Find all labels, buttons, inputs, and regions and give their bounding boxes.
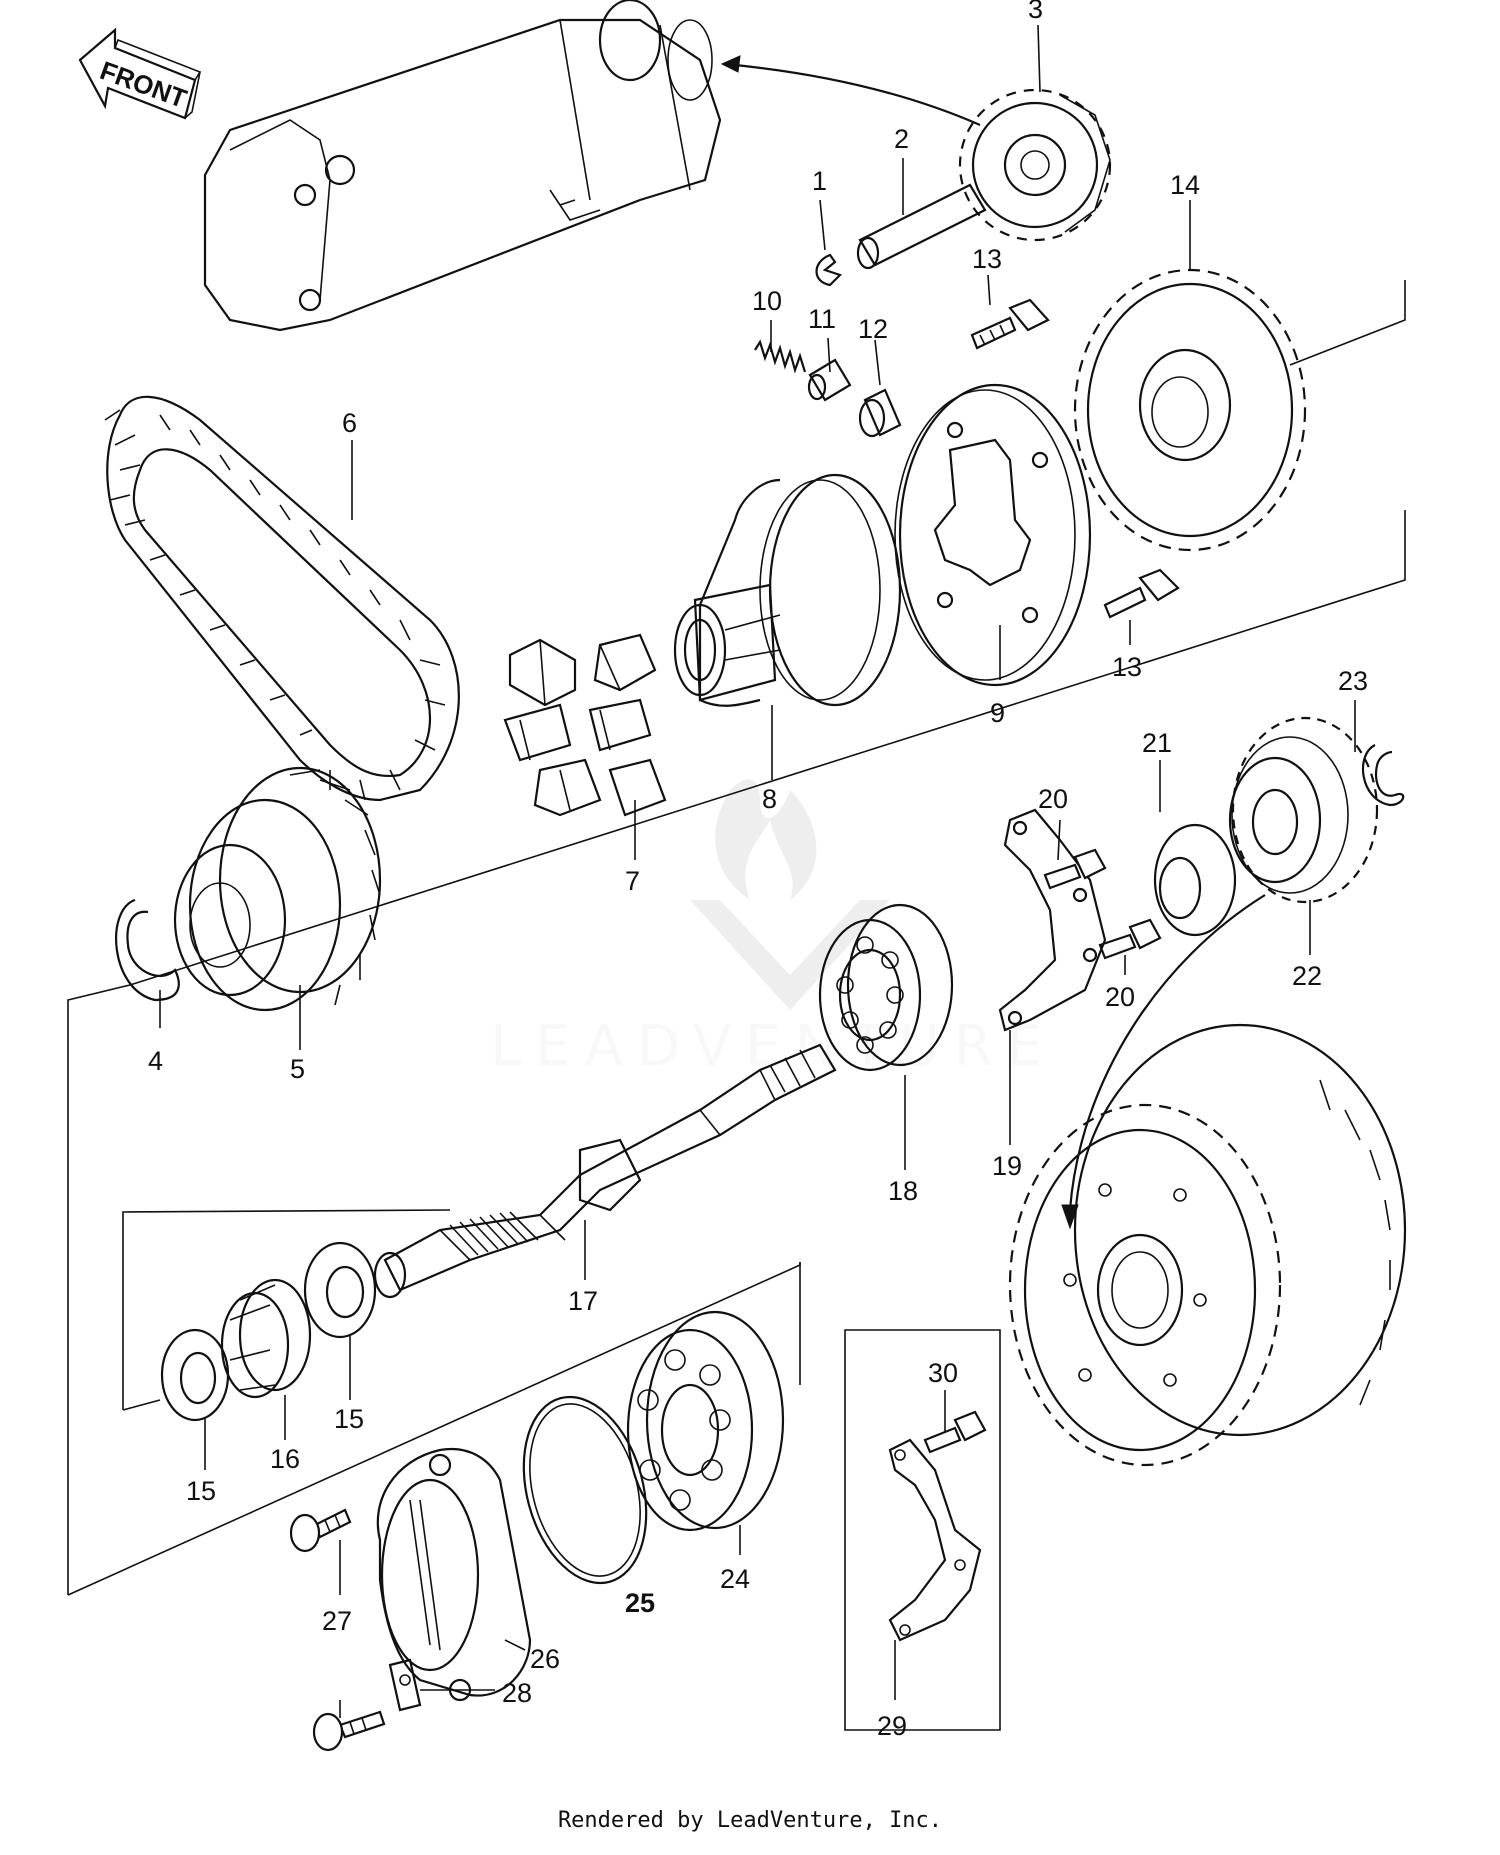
callout-24: 24 [720, 1564, 750, 1594]
callout-numbers: 1 2 3 4 5 6 7 8 9 10 11 12 13 13 14 15 1… [148, 0, 1368, 1741]
plate-28 [388, 1658, 422, 1712]
circlip-4 [115, 898, 180, 1002]
callout-22: 22 [1292, 961, 1322, 991]
e-clip-1 [815, 253, 843, 287]
clutch-hub-8 [673, 473, 902, 707]
washer-15-left [160, 1328, 230, 1422]
callout-26: 26 [530, 1644, 560, 1674]
callout-12: 12 [858, 314, 888, 344]
callout-5: 5 [290, 1054, 305, 1084]
callout-23: 23 [1338, 666, 1368, 696]
callout-7: 7 [625, 866, 640, 896]
drive-chain-6 [104, 395, 460, 802]
callout-20-lower: 20 [1105, 982, 1135, 1012]
plate-19 [998, 808, 1107, 1032]
damper-rubbers-7 [503, 633, 667, 817]
washer-21 [1153, 823, 1237, 937]
callout-28: 28 [502, 1678, 532, 1708]
group-bracket-top [1289, 280, 1406, 366]
circlip-23 [1361, 744, 1405, 807]
clutch-basket [1008, 1023, 1407, 1467]
screw-20-upper [1043, 848, 1107, 890]
gear-5 [173, 766, 382, 1012]
callout-6: 6 [342, 408, 357, 438]
callout-1: 1 [812, 166, 827, 196]
render-credit: Rendered by LeadVenture, Inc. [557, 1808, 943, 1833]
roller-12 [858, 388, 902, 438]
callout-29: 29 [877, 1711, 907, 1741]
group-bracket-shaft [122, 1209, 451, 1411]
callout-18: 18 [888, 1176, 918, 1206]
group-box-29-30 [844, 1329, 1001, 1731]
callout-2: 2 [894, 124, 909, 154]
gear-14 [1073, 268, 1307, 552]
shaft-pin-2 [856, 183, 987, 270]
callout-15-right: 15 [334, 1404, 364, 1434]
callout-13-upper: 13 [972, 244, 1002, 274]
callout-3: 3 [1028, 0, 1043, 24]
screw-27-lower [312, 1710, 386, 1752]
washer-15-right [303, 1241, 377, 1339]
bolt-13-lower [1103, 568, 1180, 619]
callout-15-left: 15 [186, 1476, 216, 1506]
front-arrow: FRONT [78, 27, 202, 120]
output-shaft-17 [373, 1043, 837, 1299]
group-bracket-left [67, 984, 131, 1595]
gear3-to-motor-arrow [724, 62, 981, 127]
callout-17: 17 [568, 1286, 598, 1316]
gear-3 [958, 88, 1112, 242]
group-bracket-diagonal [129, 510, 1406, 986]
screw-30 [923, 1410, 987, 1454]
gear3-arrowhead [720, 55, 741, 73]
sprocket-22 [1228, 716, 1379, 904]
group-bracket-bottom [67, 1262, 801, 1596]
front-label: FRONT [96, 55, 191, 114]
callout-14: 14 [1170, 170, 1200, 200]
needle-bearing-16 [220, 1278, 312, 1399]
callout-19: 19 [992, 1151, 1022, 1181]
callout-10: 10 [752, 286, 782, 316]
callout-21: 21 [1142, 728, 1172, 758]
callout-20-upper: 20 [1038, 784, 1068, 814]
bearing-24 [626, 1310, 785, 1532]
basket-arrowhead [1061, 1204, 1079, 1230]
callout-25: 25 [625, 1588, 655, 1618]
callout-9: 9 [990, 698, 1005, 728]
bearing-cover-26 [376, 1447, 532, 1702]
callout-4: 4 [148, 1046, 163, 1076]
bearing-18 [818, 903, 954, 1072]
o-ring-25 [522, 1395, 648, 1585]
clutch-housing-9 [894, 383, 1092, 687]
plunger-11 [807, 358, 852, 402]
callout-30: 30 [928, 1358, 958, 1388]
leader-lines [159, 24, 1356, 1718]
callout-27: 27 [322, 1606, 352, 1636]
starter-motor [203, 0, 722, 332]
watermark: LEADVENTURE [490, 779, 1042, 1079]
plate-29 [888, 1438, 982, 1642]
screw-20-lower [1098, 918, 1162, 960]
callout-8: 8 [762, 784, 777, 814]
screw-27-upper [289, 1508, 352, 1553]
sprocket-to-basket-arrow [1068, 894, 1266, 1211]
spring-10 [754, 339, 807, 374]
callout-16: 16 [270, 1444, 300, 1474]
callout-11: 11 [808, 304, 836, 334]
callout-13-lower: 13 [1112, 652, 1142, 682]
bolt-13-upper [970, 298, 1050, 350]
